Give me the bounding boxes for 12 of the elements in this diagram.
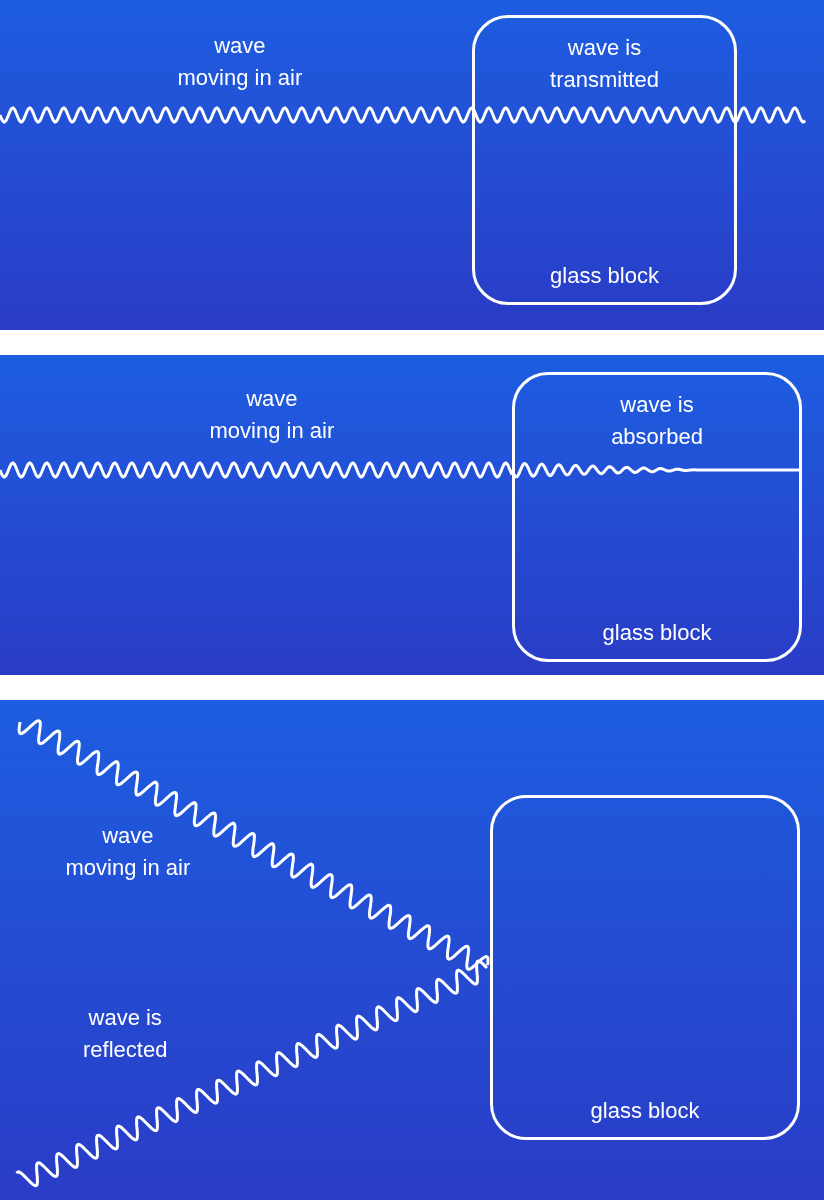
block-label: glass block <box>602 619 712 647</box>
wave-caption: wave moving in air <box>177 32 303 92</box>
block-label: glass block <box>550 262 659 290</box>
wave-caption: wave is transmitted <box>550 34 659 94</box>
wave-caption: wave moving in air <box>65 822 191 882</box>
wave-caption: wave is reflected <box>83 1004 168 1064</box>
wave-caption: wave moving in air <box>209 385 335 445</box>
glass-block <box>512 372 802 662</box>
glass-block <box>490 795 800 1140</box>
block-label: glass block <box>590 1097 700 1125</box>
glass-block <box>472 15 737 305</box>
wave-caption: wave is absorbed <box>611 391 703 451</box>
